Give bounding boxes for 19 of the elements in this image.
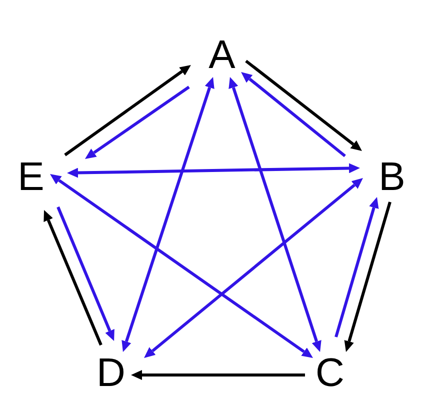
arrow	[245, 60, 362, 152]
vertex-label: A	[208, 39, 236, 71]
double-arrow	[122, 77, 214, 352]
double-arrow	[50, 174, 314, 358]
vertex-label: B	[378, 161, 406, 193]
arrow	[344, 202, 392, 352]
double-arrow	[144, 178, 363, 358]
arrow	[44, 210, 102, 346]
vertex-label: E	[18, 161, 44, 193]
double-arrow	[228, 77, 322, 352]
arrow	[64, 65, 191, 156]
arrow	[56, 206, 114, 342]
arrow	[84, 86, 190, 159]
vertex-label: D	[96, 357, 126, 389]
double-arrow	[67, 163, 360, 178]
arrow	[334, 197, 379, 338]
arrow	[241, 72, 346, 158]
vertex-label: C	[316, 357, 344, 389]
arrow	[131, 370, 305, 380]
